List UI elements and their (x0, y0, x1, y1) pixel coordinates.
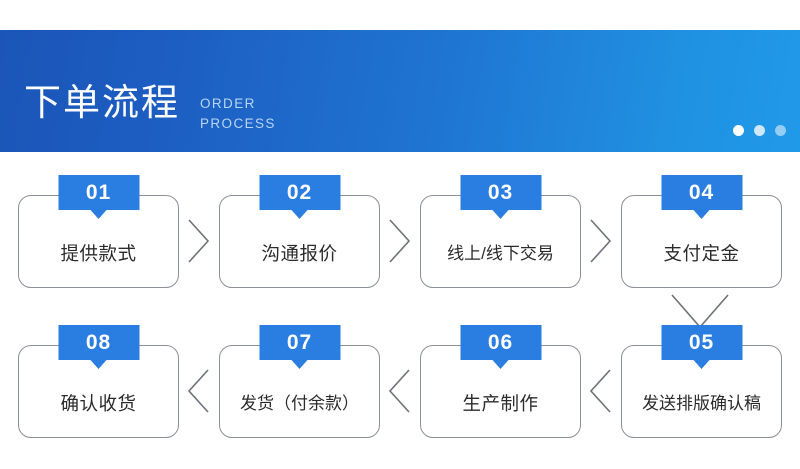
step-badge-01: 01 (58, 175, 139, 210)
step-badge-04: 04 (661, 175, 742, 210)
step-label: 提供款式 (60, 243, 137, 264)
step-number: 08 (85, 331, 112, 354)
step-card-01: 01 提供款式 (18, 175, 179, 288)
header-banner: 下单流程 ORDER PROCESS (0, 30, 800, 152)
process-flow: 01 提供款式 02 沟通报价 (0, 152, 800, 469)
step-badge-03: 03 (460, 175, 541, 210)
header-dots (733, 125, 786, 136)
step-label: 生产制作 (462, 393, 539, 414)
step-number: 03 (487, 181, 514, 204)
separator-1-2 (179, 195, 219, 288)
step-card-05: 05 发送排版确认稿 (621, 325, 782, 438)
step-number: 02 (286, 181, 313, 204)
dot-1-icon (733, 125, 744, 136)
page-subtitle-line2: PROCESS (200, 116, 276, 131)
step-number: 04 (688, 181, 715, 204)
step-card-07: 07 发货（付余款） (219, 325, 380, 438)
step-card-04: 04 支付定金 (621, 175, 782, 288)
dot-3-icon (775, 125, 786, 136)
page-subtitle: ORDER PROCESS (200, 94, 276, 134)
step-number: 05 (688, 331, 715, 354)
step-badge-02: 02 (259, 175, 340, 210)
step-label: 沟通报价 (261, 243, 338, 264)
chevron-left-icon (388, 369, 410, 413)
chevron-right-icon (590, 219, 612, 263)
chevron-left-icon (589, 369, 611, 413)
separator-2-3 (380, 195, 420, 288)
step-number: 07 (286, 331, 313, 354)
separator-7-6 (380, 345, 420, 438)
step-badge-07: 07 (259, 325, 340, 360)
step-badge-08: 08 (58, 325, 139, 360)
step-label: 发送排版确认稿 (642, 394, 761, 413)
step-card-03: 03 线上/线下交易 (420, 175, 581, 288)
step-label: 线上/线下交易 (447, 244, 554, 263)
step-label: 发货（付余款） (240, 394, 359, 413)
step-badge-06: 06 (460, 325, 541, 360)
page-title: 下单流程 (24, 82, 180, 123)
separator-6-5 (581, 345, 621, 438)
step-card-02: 02 沟通报价 (219, 175, 380, 288)
step-card-08: 08 确认收货 (18, 325, 179, 438)
process-row-2: 08 确认收货 07 发货（付余款） (18, 325, 782, 438)
step-number: 06 (487, 331, 514, 354)
chevron-right-icon (389, 219, 411, 263)
step-badge-05: 05 (661, 325, 742, 360)
chevron-left-icon (187, 369, 209, 413)
process-row-1: 01 提供款式 02 沟通报价 (18, 175, 782, 288)
separator-8-7 (179, 345, 219, 438)
step-label: 支付定金 (663, 243, 740, 264)
chevron-right-icon (188, 219, 210, 263)
page-subtitle-line1: ORDER (200, 96, 256, 111)
dot-2-icon (754, 125, 765, 136)
step-label: 确认收货 (60, 393, 137, 414)
separator-3-4 (581, 195, 621, 288)
step-number: 01 (85, 181, 112, 204)
step-card-06: 06 生产制作 (420, 325, 581, 438)
